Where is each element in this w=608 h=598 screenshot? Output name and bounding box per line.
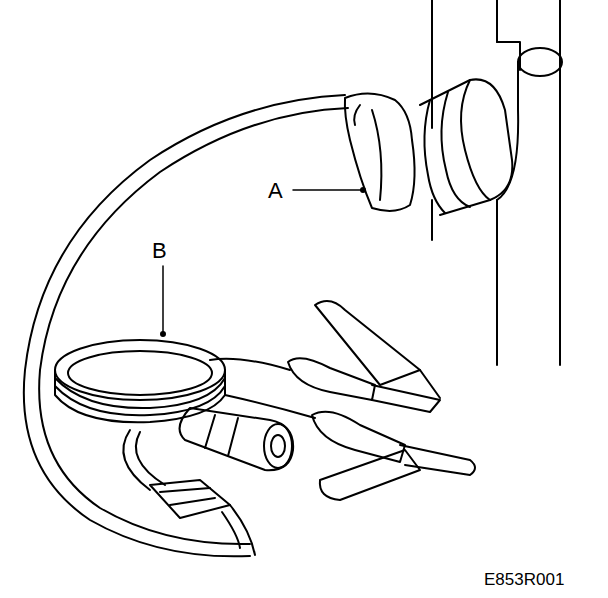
leader-line: [293, 189, 362, 191]
clip-wire: [225, 395, 315, 418]
sensor-housing: [420, 79, 512, 215]
alligator-clip: [312, 412, 475, 500]
callout-letter: B: [152, 240, 167, 262]
pipe: [432, 0, 562, 365]
leader-line: [162, 266, 164, 333]
figure-code: E853R001: [484, 571, 564, 588]
clip-wire: [210, 359, 290, 370]
alligator-clip: [288, 301, 440, 412]
leader-dot: [361, 188, 365, 192]
leader-dot: [161, 332, 165, 336]
sensor-cap: [345, 93, 415, 210]
callout-letter: A: [268, 180, 283, 202]
sensor-cable: [24, 95, 348, 556]
wire-connector: [123, 430, 255, 555]
inline-plug: [180, 408, 294, 470]
